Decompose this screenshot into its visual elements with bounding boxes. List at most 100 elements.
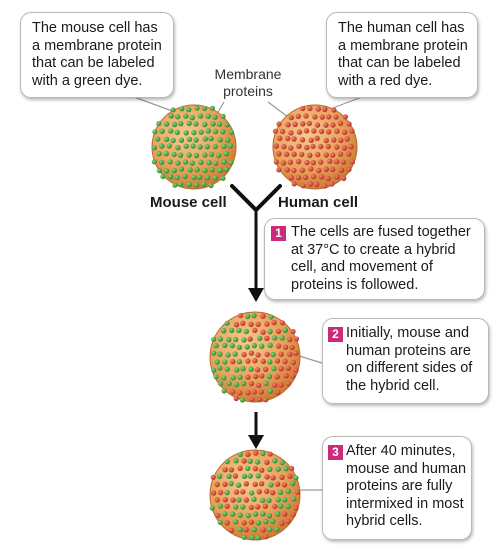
mouse-protein-dot <box>191 174 197 181</box>
human-protein-dot <box>278 366 284 372</box>
human-protein-dot <box>279 320 286 326</box>
human-protein-dot <box>337 151 344 157</box>
mouse-callout-line-3: that can be labeled <box>32 55 155 71</box>
mouse-protein-dot <box>177 152 184 158</box>
step-1-callout: 1 The cells are fused together at 37°C t… <box>264 218 485 300</box>
human-protein-dot <box>282 344 289 350</box>
mouse-protein-dot <box>202 136 208 142</box>
mouse-protein-dot <box>236 497 242 503</box>
human-protein-dot <box>248 321 254 327</box>
membrane-proteins-label: Membrane proteins <box>206 66 290 100</box>
human-protein-dot <box>300 121 306 127</box>
human-protein-dot <box>255 321 261 327</box>
human-protein-dot <box>222 481 228 487</box>
mouse-protein-dot <box>237 526 244 533</box>
mouse-protein-dot <box>163 151 169 157</box>
human-protein-dot <box>337 120 344 127</box>
mouse-protein-dot <box>282 497 288 503</box>
human-protein-dot <box>290 359 296 366</box>
human-protein-dot <box>264 474 270 480</box>
mouse-protein-dot <box>257 335 263 341</box>
human-protein-dot <box>210 474 216 480</box>
human-protein-dot <box>232 473 239 479</box>
mouse-protein-dot <box>175 160 181 166</box>
human-protein-dot <box>264 321 270 327</box>
mouse-protein-dot <box>186 106 192 113</box>
mouse-protein-dot <box>228 160 234 166</box>
mouse-protein-dot <box>268 314 274 320</box>
mouse-protein-dot <box>211 367 217 373</box>
human-protein-dot <box>248 504 254 511</box>
human-protein-dot <box>285 122 291 128</box>
mouse-protein-dot <box>160 174 166 180</box>
human-protein-dot <box>334 174 340 180</box>
mouse-protein-dot <box>248 366 254 372</box>
mouse-protein-dot <box>208 182 214 189</box>
human-protein-dot <box>253 373 259 380</box>
human-protein-dot <box>323 152 329 158</box>
human-protein-dot <box>260 358 266 365</box>
human-protein-dot <box>233 395 239 402</box>
mouse-protein-dot <box>170 137 176 144</box>
human-protein-dot <box>273 159 279 165</box>
human-cell-callout: The human cell has a membrane protein th… <box>326 12 478 98</box>
human-protein-dot <box>255 382 262 389</box>
human-protein-dot <box>214 481 220 488</box>
mouse-protein-dot <box>224 489 230 496</box>
human-protein-dot <box>331 107 337 113</box>
mouse-protein-dot <box>222 511 228 517</box>
human-protein-dot <box>281 482 288 488</box>
mouse-protein-dot <box>189 160 195 166</box>
human-protein-dot <box>341 175 347 181</box>
human-protein-dot <box>255 504 261 510</box>
mouse-protein-dot <box>220 175 226 181</box>
mouse-protein-dot <box>212 143 218 150</box>
human-protein-dot <box>312 114 318 120</box>
mouse-protein-dot <box>223 151 229 157</box>
mouse-protein-dot <box>206 159 212 166</box>
mouse-protein-dot <box>194 166 200 173</box>
mouse-protein-dot <box>232 336 239 343</box>
step-3-line-3: proteins are fully <box>346 478 453 494</box>
mouse-protein-dot <box>178 137 185 143</box>
human-protein-dot <box>228 467 235 473</box>
human-protein-dot <box>290 512 296 518</box>
human-protein-dot <box>295 175 302 181</box>
mouse-protein-dot <box>191 129 197 136</box>
human-protein-dot <box>315 151 321 158</box>
mouse-protein-dot <box>274 526 280 532</box>
human-protein-dot <box>264 335 270 341</box>
human-protein-dot <box>241 351 247 358</box>
human-protein-dot <box>325 143 331 150</box>
human-protein-dot <box>249 396 255 402</box>
mouse-protein-dot <box>283 465 289 472</box>
mouse-protein-dot <box>249 535 255 541</box>
mouse-protein-dot <box>159 143 165 149</box>
mouse-protein-dot <box>267 342 273 348</box>
mouse-protein-dot <box>247 473 253 479</box>
hybrid-cell-intermixed <box>209 449 301 541</box>
mouse-protein-dot <box>221 388 227 394</box>
mouse-protein-dot <box>209 105 215 111</box>
mouse-protein-dot <box>168 128 174 134</box>
human-protein-dot <box>217 489 224 496</box>
human-protein-dot <box>303 128 310 134</box>
human-protein-dot <box>331 137 337 143</box>
human-protein-dot <box>288 130 294 136</box>
mouse-protein-dot <box>204 144 210 150</box>
mouse-protein-dot <box>209 167 215 173</box>
human-protein-dot <box>282 511 288 517</box>
mouse-protein-dot <box>236 359 243 365</box>
human-protein-dot <box>300 183 306 189</box>
mouse-protein-dot <box>183 143 189 149</box>
mouse-protein-dot <box>251 526 257 533</box>
mouse-protein-dot <box>168 113 174 119</box>
mouse-protein-dot <box>285 488 292 494</box>
mouse-protein-dot <box>233 381 240 388</box>
mouse-protein-dot <box>213 374 219 380</box>
mouse-protein-dot <box>244 313 251 320</box>
human-protein-dot <box>283 151 290 157</box>
mouse-protein-dot <box>182 173 188 179</box>
human-protein-dot <box>241 520 247 526</box>
